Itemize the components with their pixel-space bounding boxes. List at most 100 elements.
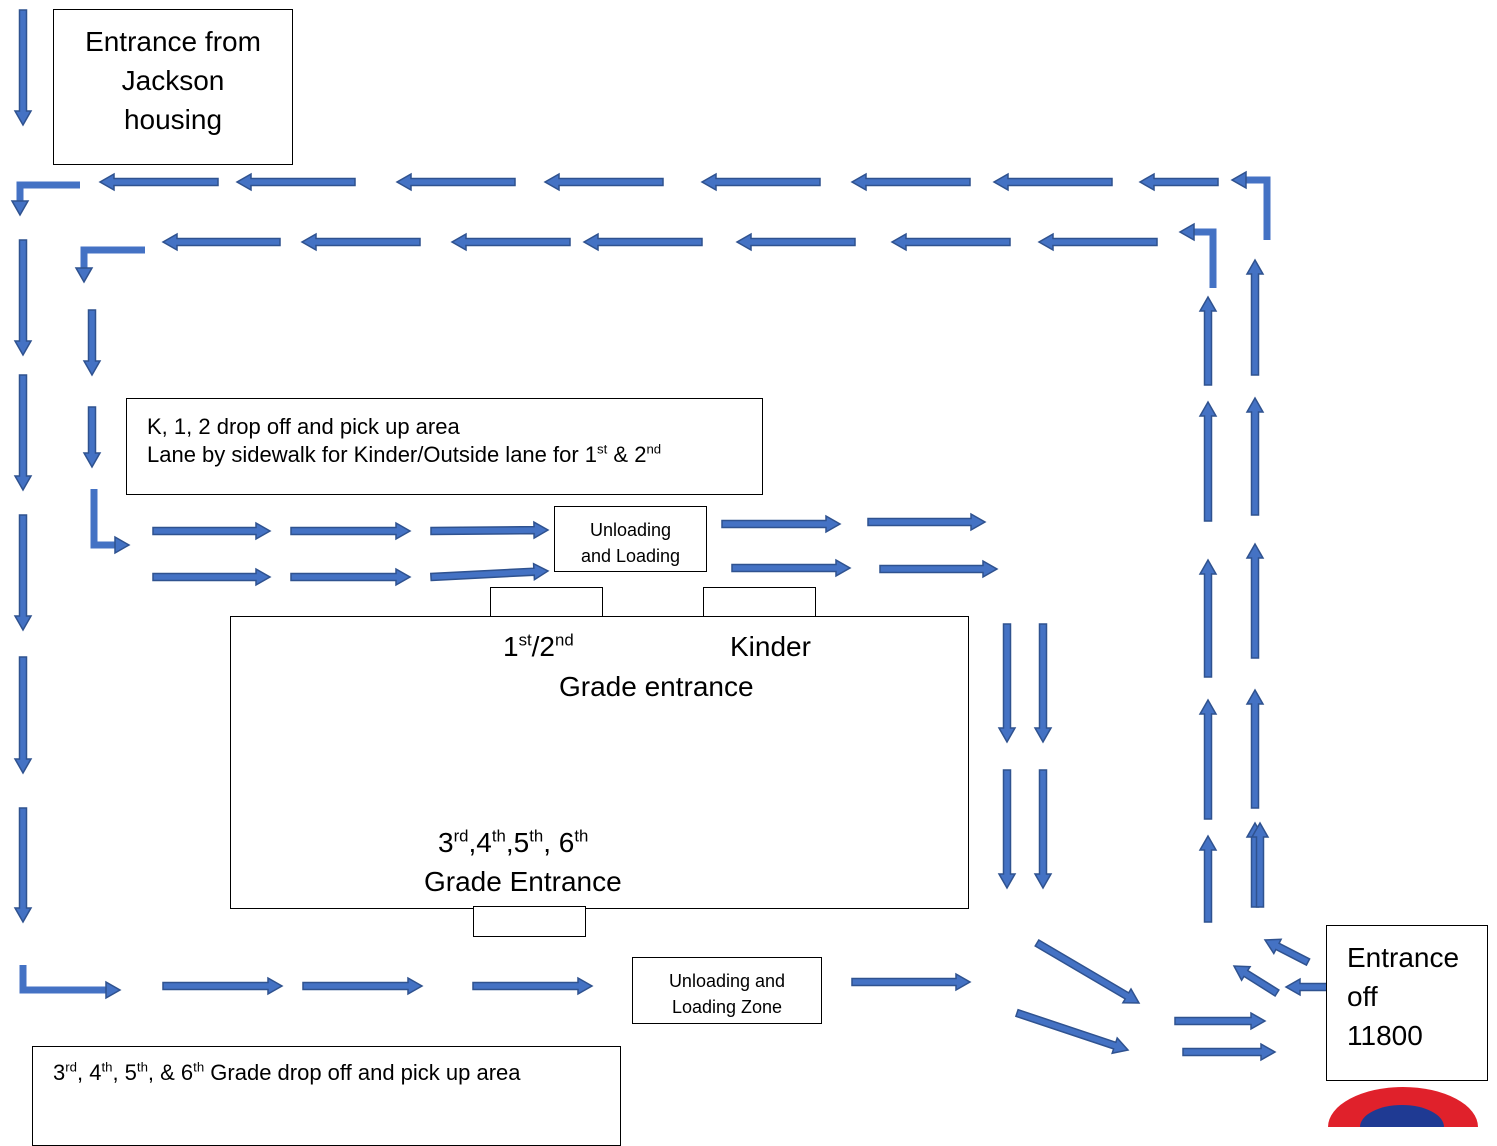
arrow-icon <box>992 172 1113 192</box>
grade36-area-title: 3rd, 4th, 5th, & 6th Grade drop off and … <box>53 1059 521 1085</box>
arrow-icon <box>13 656 33 775</box>
arrow-icon <box>74 267 94 284</box>
entrance-11800-line3: 11800 <box>1347 1020 1423 1051</box>
arrow-icon <box>1138 172 1219 192</box>
arrow-icon <box>1198 834 1218 923</box>
arrow-icon <box>395 172 516 192</box>
arrow-icon <box>430 520 550 540</box>
arrow-icon <box>152 567 272 587</box>
unloading-bottom-line1: Unloading and <box>668 971 786 991</box>
k12-area-box: K, 1, 2 drop off and pick up area Lane b… <box>126 398 763 495</box>
arrow-icon <box>82 406 102 469</box>
entrance-11800-line2: off <box>1347 981 1378 1012</box>
grade36-entrance-label: Grade Entrance <box>424 866 622 897</box>
jackson-label-line1: Entrance from <box>85 26 261 57</box>
school-logo-icon <box>1328 1087 1478 1127</box>
arrow-icon <box>879 559 999 579</box>
arrow-icon <box>98 172 219 192</box>
arrow-icon <box>1037 232 1158 252</box>
arrow-icon <box>290 521 412 541</box>
jackson-label-line2: Jackson <box>121 65 225 96</box>
arrow-icon <box>290 567 412 587</box>
arrow-icon <box>450 232 571 252</box>
arrow-icon <box>13 374 33 492</box>
arrow-icon <box>161 232 281 252</box>
arrow-icon <box>997 623 1017 744</box>
arrow-icon <box>1245 542 1265 659</box>
arrow-icon <box>430 562 550 582</box>
arrow-icon <box>1230 170 1247 190</box>
grade36-area-box: 3rd, 4th, 5th, & 6th Grade drop off and … <box>32 1046 621 1146</box>
arrow-icon <box>721 514 842 534</box>
unloading-top-line2: and Loading <box>580 546 681 566</box>
bent-arrow-icon <box>80 246 145 268</box>
arrow-icon <box>300 232 421 252</box>
arrow-icon <box>890 232 1011 252</box>
k12-area-title: K, 1, 2 drop off and pick up area <box>147 414 460 439</box>
k12-area-lanes: Lane by sidewalk for Kinder/Outside lane… <box>147 441 662 467</box>
unloading-bottom-line2: Loading Zone <box>671 997 783 1017</box>
grade36-numbers-label: 3rd,4th,5th, 6th <box>438 826 589 858</box>
arrow-icon <box>997 769 1017 890</box>
arrow-icon <box>1198 400 1218 522</box>
arrow-icon <box>1198 558 1218 678</box>
arrow-icon <box>1033 623 1053 744</box>
school-building: 1st/2nd Kinder Grade entrance 3rd,4th,5t… <box>230 616 969 909</box>
jackson-entrance-box: Entrance from Jackson housing <box>53 9 293 165</box>
arrow-icon <box>13 239 33 357</box>
arrow-icon <box>543 172 664 192</box>
arrow-icon <box>1245 396 1265 516</box>
arrow-icon <box>867 512 987 532</box>
unloading-top-line1: Unloading <box>589 520 672 540</box>
arrow-icon <box>1250 821 1270 908</box>
arrow-icon <box>13 807 33 924</box>
arrow-icon <box>1232 965 1280 998</box>
traffic-arrows <box>10 9 1339 1062</box>
grade-entrance-label: Grade entrance <box>559 671 754 702</box>
arrow-icon <box>13 514 33 632</box>
bent-arrow-icon <box>1246 176 1271 240</box>
arrow-icon <box>582 232 703 252</box>
bent-arrow-icon <box>1194 228 1217 288</box>
arrow-icon <box>1178 222 1195 242</box>
arrow-icon <box>10 200 30 217</box>
jackson-label-line3: housing <box>123 104 223 135</box>
arrow-icon <box>851 972 972 992</box>
arrow-icon <box>731 558 852 578</box>
arrow-icon <box>1245 258 1265 376</box>
grade36-door <box>473 906 586 937</box>
arrow-icon <box>13 9 33 127</box>
arrow-icon <box>1198 295 1218 386</box>
arrow-icon <box>850 172 971 192</box>
entrance-11800-line1: Entrance <box>1347 942 1460 973</box>
grade12-entrance-label: 1st/2nd <box>503 630 574 662</box>
grade12-door <box>490 587 603 618</box>
kinder-door <box>703 587 816 618</box>
bent-arrow-icon <box>16 181 80 201</box>
unloading-zone-bottom: Unloading and Loading Zone <box>632 957 822 1024</box>
arrow-icon <box>1245 688 1265 809</box>
arrow-icon <box>1263 938 1311 967</box>
arrow-icon <box>1174 1011 1267 1031</box>
entrance-11800-box: Entrance off 11800 <box>1326 925 1488 1081</box>
arrow-icon <box>1034 938 1141 1004</box>
arrow-icon <box>700 172 821 192</box>
kinder-label: Kinder <box>730 631 811 662</box>
arrow-icon <box>735 232 856 252</box>
arrow-icon <box>82 309 102 377</box>
arrow-icon <box>105 980 122 1000</box>
unloading-zone-top: Unloading and Loading <box>554 506 707 572</box>
arrow-icon <box>1014 1008 1130 1055</box>
arrow-icon <box>1198 698 1218 820</box>
bent-arrow-icon <box>19 965 106 994</box>
arrow-icon <box>472 976 594 996</box>
arrow-icon <box>1182 1042 1277 1062</box>
arrow-icon <box>235 172 356 192</box>
arrow-icon <box>302 976 424 996</box>
bent-arrow-icon <box>90 489 115 549</box>
arrow-icon <box>1033 769 1053 890</box>
arrow-icon <box>152 521 272 541</box>
arrow-icon <box>162 976 284 996</box>
arrow-icon <box>114 535 131 555</box>
